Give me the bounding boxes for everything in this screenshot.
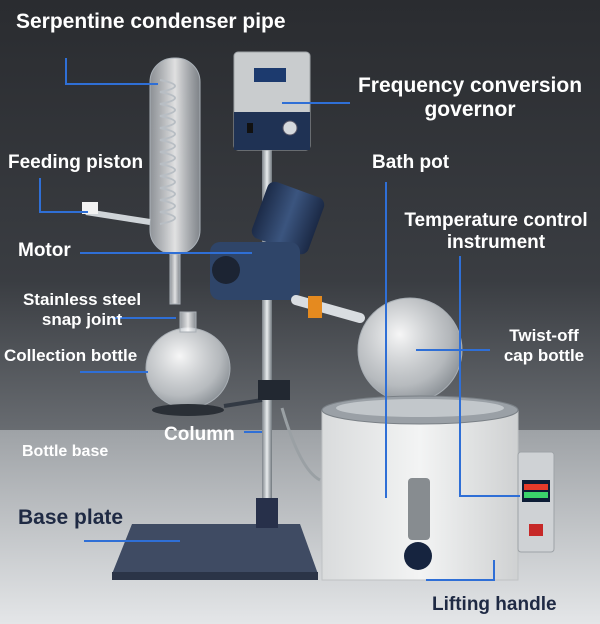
label-bath-pot: Bath pot — [372, 152, 450, 173]
label-twist-line2: cap bottle — [503, 346, 585, 365]
label-collection-bottle: Collection bottle — [4, 346, 138, 365]
label-temp-line2: instrument — [446, 232, 546, 253]
governor-display — [254, 68, 286, 82]
motor — [251, 181, 325, 255]
motor-housing — [210, 242, 300, 300]
label-snap-line2: snap joint — [41, 310, 123, 329]
collection-bottle — [145, 327, 231, 409]
label-temp-line1: Temperature control — [404, 210, 588, 231]
lifting-handle-knob — [404, 542, 432, 570]
label-bottle-base: Bottle base — [22, 443, 109, 460]
power-switch — [247, 123, 253, 133]
column — [262, 150, 272, 528]
label-lifting-handle: Lifting handle — [432, 594, 557, 615]
label-frequency-line2: governor — [424, 98, 516, 121]
label-feeding-piston: Feeding piston — [8, 152, 144, 173]
speed-knob — [282, 120, 298, 136]
label-frequency-line1: Frequency conversion — [357, 74, 583, 97]
label-column: Column — [164, 424, 235, 445]
base-plate — [112, 524, 318, 574]
bottle-base — [152, 404, 224, 416]
label-snap-line1: Stainless steel — [22, 290, 142, 309]
leader-lines — [39, 58, 520, 581]
column-clamp — [258, 380, 290, 400]
label-serpentine-condenser-pipe: Serpentine condenser pipe — [16, 10, 286, 33]
label-temperature-control-instrument: Temperature control instrument — [396, 210, 596, 254]
label-motor: Motor — [18, 240, 71, 261]
label-base-plate: Base plate — [18, 506, 124, 529]
label-twist-line1: Twist-off — [509, 326, 579, 345]
label-stainless-steel-snap-joint: Stainless steel snap joint — [2, 290, 162, 330]
label-twist-off-cap-bottle: Twist-off cap bottle — [492, 326, 596, 366]
label-frequency-conversion-governor: Frequency conversion governor — [350, 74, 590, 122]
orange-seal — [308, 296, 322, 318]
